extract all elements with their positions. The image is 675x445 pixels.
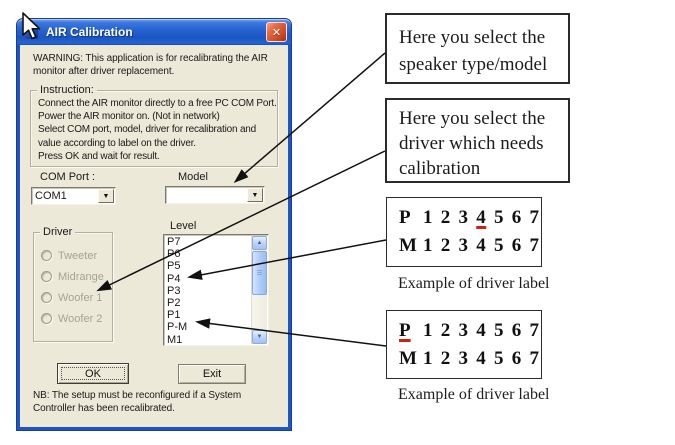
- level-item[interactable]: P6: [167, 248, 181, 261]
- level-item[interactable]: P7: [167, 236, 181, 248]
- underlined-prefix: P: [399, 320, 411, 341]
- label-row-p: P 1 2 3 4 5 6 7: [399, 204, 541, 232]
- instruction-line: Connect the AIR monitor directly to a fr…: [38, 98, 277, 109]
- radio-icon: [41, 271, 52, 282]
- annotation-line: driver which needs: [399, 133, 544, 154]
- dialog-body: WARNING: This application is for recalib…: [20, 45, 288, 427]
- annotation-driver-note: Here you select the driver which needs c…: [385, 98, 570, 183]
- level-item[interactable]: M1: [167, 333, 183, 346]
- radio-icon: [41, 292, 52, 303]
- annotation-line: Here you select the: [399, 27, 546, 48]
- radio-midrange[interactable]: Midrange: [41, 270, 104, 283]
- example-caption-2: Example of driver label: [398, 386, 550, 403]
- label-digits: 1 2 3 4 5 6 7: [423, 348, 540, 369]
- model-label: Model: [178, 171, 208, 183]
- focus-rectangle: [61, 367, 125, 380]
- label-row-m: M 1 2 3 4 5 6 7: [399, 345, 541, 373]
- label-row-m: M 1 2 3 4 5 6 7: [399, 232, 541, 260]
- radio-label: Midrange: [58, 270, 104, 283]
- nb-line: NB: The setup must be reconfigured if a …: [33, 390, 242, 401]
- annotation-model-note: Here you select the speaker type/model: [385, 13, 570, 84]
- level-listbox[interactable]: P7 P6 P5 P4 P3 P2 P1 P-M M1 ▲ ▼: [163, 234, 269, 346]
- radio-woofer-2[interactable]: Woofer 2: [41, 312, 102, 325]
- annotation-line: Here you select the: [399, 108, 546, 129]
- chevron-down-icon: ▼: [251, 191, 259, 199]
- label-digits: 1 2 3 4 5 6 7: [423, 320, 540, 341]
- radio-icon: [41, 250, 52, 261]
- ok-button-label: OK: [85, 367, 101, 380]
- exit-button-label: Exit: [202, 368, 222, 380]
- exit-button[interactable]: Exit: [178, 364, 246, 384]
- driver-group: Driver Tweeter Midrange Woofer 1 Woofer …: [33, 226, 113, 342]
- title-bar[interactable]: AIR Calibration ✕: [17, 19, 291, 45]
- nb-line: Controller has been recalibrated.: [33, 403, 175, 414]
- instruction-line: Select COM port, model, driver for recal…: [38, 124, 257, 136]
- instruction-text: Connect the AIR monitor directly to a fr…: [38, 97, 277, 163]
- example-caption-1: Example of driver label: [398, 275, 550, 292]
- instruction-line: Power the AIR monitor on. (Not in networ…: [38, 111, 220, 123]
- model-select[interactable]: ▼: [165, 186, 265, 204]
- model-dropdown-button[interactable]: ▼: [247, 188, 263, 202]
- label-row-p: P 1 2 3 4 5 6 7: [399, 317, 541, 345]
- window-title: AIR Calibration: [46, 25, 133, 39]
- level-item[interactable]: P4: [167, 272, 181, 285]
- level-item[interactable]: P1: [167, 309, 181, 322]
- warning-line: WARNING: This application is for recalib…: [33, 53, 268, 64]
- close-button[interactable]: ✕: [266, 22, 287, 42]
- instruction-group-label: Instruction:: [37, 84, 97, 96]
- air-calibration-window: AIR Calibration ✕ WARNING: This applicat…: [17, 19, 291, 430]
- chevron-down-icon: ▼: [102, 192, 110, 200]
- driver-group-label: Driver: [40, 226, 76, 238]
- scroll-down-button[interactable]: ▼: [252, 330, 267, 344]
- instruction-line: value according to label on the driver.: [38, 137, 196, 149]
- com-port-label: COM Port :: [40, 171, 96, 183]
- level-label: Level: [170, 220, 197, 232]
- radio-label: Woofer 2: [58, 312, 103, 325]
- level-items: P7 P6 P5 P4 P3 P2 P1 P-M M1: [167, 236, 250, 346]
- level-item[interactable]: P2: [167, 297, 181, 310]
- level-item[interactable]: P-M: [167, 321, 188, 334]
- scroll-up-icon: ▲: [256, 240, 263, 246]
- radio-woofer-1[interactable]: Woofer 1: [41, 291, 102, 304]
- driver-label-example-2: P 1 2 3 4 5 6 7 M 1 2 3 4 5 6 7: [386, 310, 542, 379]
- instruction-line: Press OK and wait for result.: [38, 150, 160, 162]
- com-port-select[interactable]: COM1 ▼: [31, 187, 116, 205]
- com-port-dropdown-button[interactable]: ▼: [98, 189, 114, 203]
- driver-label-example-1: P 1 2 3 4 5 6 7 M 1 2 3 4 5 6 7: [386, 197, 542, 267]
- annotation-line: speaker type/model: [399, 54, 548, 75]
- level-item[interactable]: P5: [167, 260, 181, 273]
- com-port-value: COM1: [35, 190, 67, 202]
- mouse-cursor: [21, 12, 45, 42]
- scroll-up-button[interactable]: ▲: [252, 236, 267, 250]
- warning-text: WARNING: This application is for recalib…: [33, 52, 268, 78]
- underlined-digit: 4: [476, 207, 487, 228]
- radio-icon: [41, 313, 52, 324]
- radio-label: Woofer 1: [58, 291, 103, 304]
- radio-tweeter[interactable]: Tweeter: [41, 249, 97, 262]
- level-item[interactable]: P3: [167, 284, 181, 297]
- level-scrollbar[interactable]: ▲ ▼: [251, 236, 267, 344]
- label-prefix: M: [399, 348, 417, 369]
- nb-text: NB: The setup must be reconfigured if a …: [33, 389, 241, 415]
- annotation-line: calibration: [399, 158, 481, 179]
- instruction-group: Instruction: Connect the AIR monitor dir…: [30, 84, 278, 167]
- warning-line: monitor after driver replacement.: [33, 66, 175, 77]
- close-icon: ✕: [271, 26, 282, 39]
- label-digits: 1 2 3 4 5 6 7: [423, 235, 540, 256]
- label-prefix: M: [399, 235, 417, 256]
- label-digits: 1 2 3 4 5 6 7: [423, 207, 540, 228]
- radio-label: Tweeter: [58, 249, 98, 262]
- ok-button[interactable]: OK: [57, 363, 129, 384]
- scroll-thumb[interactable]: [252, 251, 267, 295]
- label-prefix: P: [399, 207, 411, 228]
- scroll-down-icon: ▼: [256, 334, 263, 340]
